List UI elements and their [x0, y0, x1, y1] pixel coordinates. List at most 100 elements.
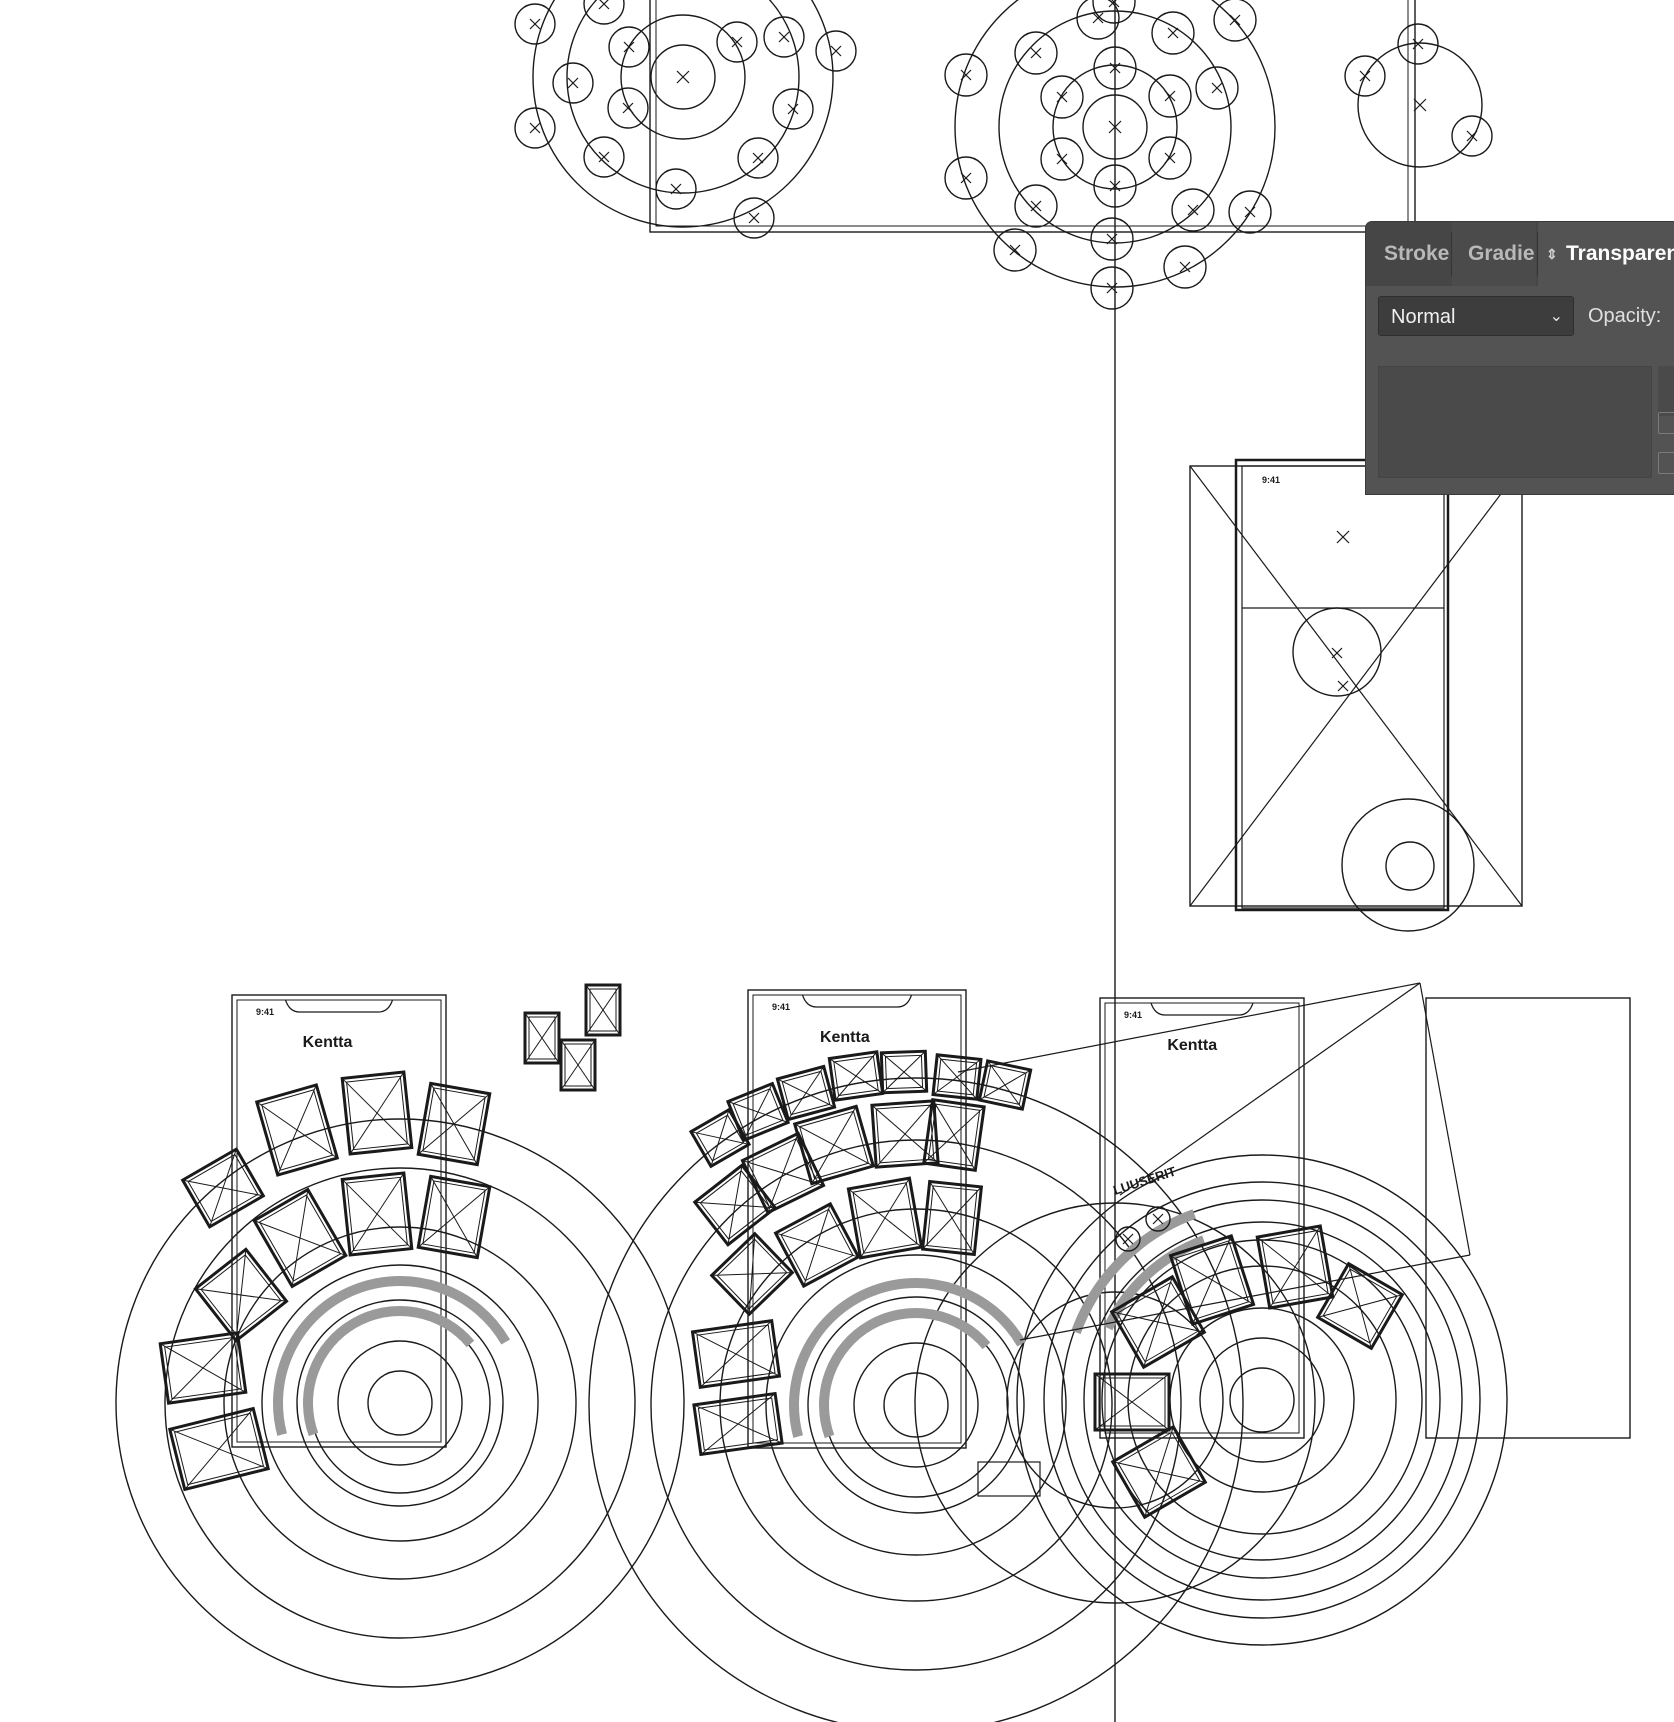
radial-ring [1016, 1154, 1508, 1646]
node-cross [748, 212, 760, 224]
card-part [167, 1406, 271, 1492]
phone-status-time: 9:41 [772, 1002, 790, 1012]
node-circle [583, 0, 625, 25]
node-circle [1014, 184, 1058, 228]
node-circle [737, 137, 779, 179]
image-placeholder-card [254, 1083, 340, 1177]
card-part [690, 1319, 782, 1389]
phone-screen [1241, 465, 1445, 909]
image-placeholder-card [252, 1187, 348, 1289]
highlight-arc [1103, 1235, 1206, 1331]
phone-status-time: 9:41 [256, 1007, 274, 1017]
mask-thumbnail[interactable] [1658, 366, 1674, 416]
card-part [416, 1174, 492, 1260]
object-thumbnail[interactable] [1378, 366, 1652, 478]
card-part [523, 1011, 561, 1065]
connector-line [957, 982, 1421, 1073]
card-part [727, 1165, 743, 1245]
image-placeholder-card [827, 1050, 885, 1102]
opacity-label: Opacity: [1588, 305, 1662, 327]
node-circle [1171, 188, 1215, 232]
tab-divider [1451, 232, 1452, 276]
node-circle [716, 21, 758, 63]
node-circle [1093, 164, 1137, 208]
card-part [983, 1065, 1027, 1105]
radial-ring [853, 1342, 979, 1468]
guide-circle [650, 44, 716, 110]
card-part [696, 1324, 776, 1384]
tab-transparency[interactable]: ⇕ Transparen [1538, 222, 1674, 286]
card-part [1109, 1274, 1207, 1370]
card-part [875, 1100, 935, 1168]
up-down-arrows-icon[interactable]: ⇕ [1546, 246, 1558, 262]
node-circle [1092, 0, 1136, 24]
card-part [780, 1208, 854, 1282]
node-cross [1030, 47, 1042, 59]
card-part [349, 1071, 405, 1155]
center-cross [1337, 680, 1349, 692]
card-part [349, 1172, 405, 1256]
card-part [560, 1039, 596, 1091]
node-circle [944, 156, 988, 200]
node-cross [598, 151, 610, 163]
card-part [585, 984, 621, 1036]
card-part [184, 1408, 254, 1490]
card-part [168, 1332, 238, 1404]
card-part [884, 1054, 924, 1090]
guide-circle [954, 0, 1276, 288]
phone-notch [284, 999, 394, 1013]
node-cross [670, 183, 682, 195]
image-placeholder-card [931, 1053, 983, 1101]
node-circle [608, 26, 650, 68]
card-part [747, 1138, 819, 1208]
center-cross [1331, 647, 1343, 659]
card-part [827, 1050, 885, 1102]
phone-logo-text: Kentta [303, 1034, 353, 1051]
guide-circle [1357, 42, 1483, 168]
radial-ring [296, 1299, 504, 1507]
invert-mask-checkbox[interactable] [1658, 452, 1674, 474]
card-part [1255, 1224, 1335, 1310]
highlight-arc [789, 1277, 1026, 1438]
node-circle [514, 3, 556, 45]
card-part [932, 1059, 982, 1095]
node-cross [1109, 180, 1121, 192]
node-cross [1244, 206, 1256, 218]
phone-notch [1150, 1002, 1254, 1016]
card-part [346, 1176, 408, 1252]
radial-ring [1061, 1199, 1463, 1601]
card-part [524, 1012, 560, 1064]
node-cross [731, 36, 743, 48]
card-part [748, 1233, 756, 1315]
image-placeholder-card [792, 1104, 876, 1186]
node-circle [1014, 31, 1058, 75]
card-part [174, 1412, 264, 1486]
highlight-arc [303, 1306, 475, 1437]
card-part [1116, 1281, 1200, 1363]
tab-stroke[interactable]: Stroke [1366, 222, 1450, 286]
phone-frame [1099, 997, 1305, 1439]
node-cross [1179, 261, 1191, 273]
radial-ring [883, 1372, 949, 1438]
card-part [528, 1016, 556, 1060]
card-part [860, 1177, 910, 1259]
node-cross [1229, 14, 1241, 26]
blend-mode-select[interactable]: Normal ⌄ [1378, 296, 1574, 336]
clip-checkbox[interactable] [1658, 412, 1674, 434]
card-part [200, 1254, 282, 1336]
radial-ring [1006, 1291, 1224, 1509]
tab-gradient[interactable]: Gradie [1452, 222, 1536, 286]
tab-divider [1537, 232, 1538, 276]
node-circle [1093, 46, 1137, 90]
highlight-arc [1071, 1209, 1196, 1334]
radial-ring [1043, 1181, 1481, 1619]
image-placeholder-card [416, 1081, 492, 1167]
card-part [258, 1194, 342, 1282]
highlight-arc [273, 1276, 510, 1436]
node-circle [1151, 11, 1195, 55]
card-part [922, 1186, 982, 1250]
node-cross [567, 77, 579, 89]
card-part [254, 1083, 340, 1177]
card-part [564, 1043, 592, 1087]
